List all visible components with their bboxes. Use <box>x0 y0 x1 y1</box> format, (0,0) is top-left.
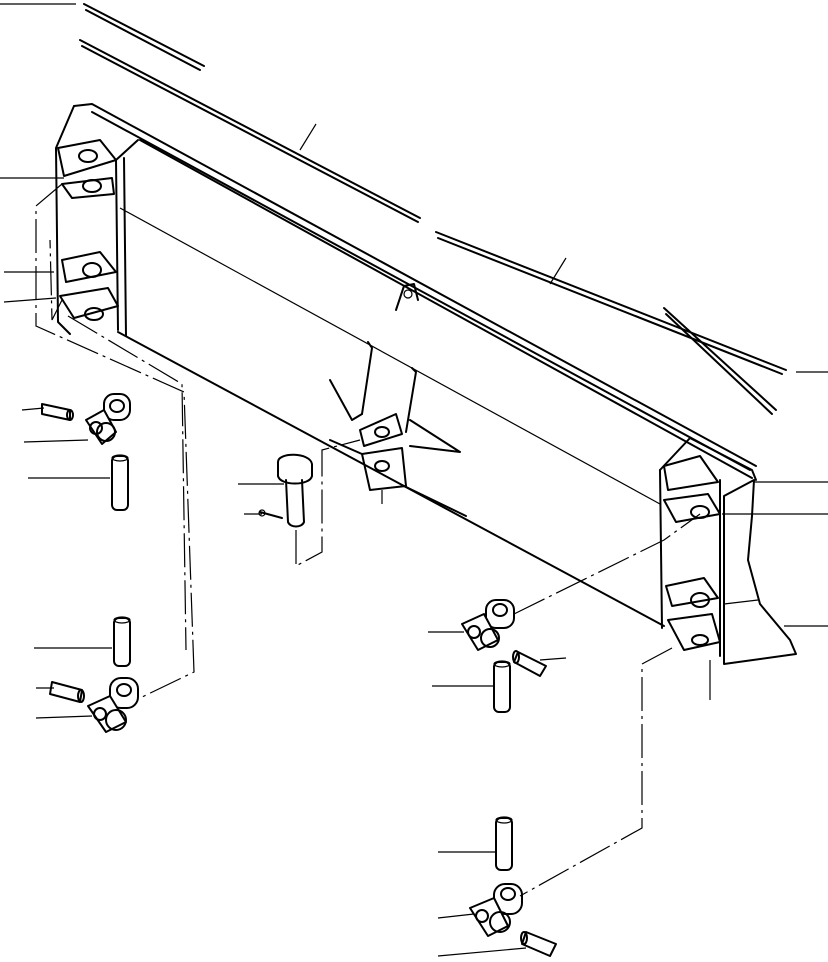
callout-leader <box>539 657 567 661</box>
yoke-joint-middle-right <box>461 599 515 651</box>
callout-leader <box>35 715 93 719</box>
pin-upper-left <box>111 454 129 511</box>
blade-body <box>55 103 757 629</box>
trunnion-bracket-right <box>663 455 721 657</box>
bushing-lower-right <box>520 931 557 957</box>
callout-leader <box>23 439 89 443</box>
callout-leader <box>3 297 57 303</box>
cutting-edge-bar-middle <box>435 231 787 375</box>
callout-leaders <box>0 3 828 957</box>
cutting-edge-bar-left <box>79 39 421 223</box>
callout-leader <box>437 947 527 957</box>
yoke-joint-lower-left <box>87 677 139 733</box>
bushing-lower-left <box>49 681 85 703</box>
callout-leader <box>21 407 45 411</box>
callout-leader <box>549 257 567 285</box>
end-bit-right <box>723 479 797 665</box>
assembly-line-right <box>513 513 701 897</box>
bushing-upper-left <box>41 403 74 421</box>
bushing-middle-right <box>512 650 547 677</box>
cutting-edge-bar-top <box>83 3 205 71</box>
yoke-joint-upper-left <box>85 393 131 445</box>
callout-leader <box>437 913 475 919</box>
callout-leader <box>299 123 317 151</box>
pin-middle-right <box>493 660 511 713</box>
pin-lower-left <box>113 616 131 667</box>
center-bracket <box>329 341 467 517</box>
trunnion-bracket-left <box>57 139 119 321</box>
yoke-joint-lower-right <box>469 883 523 937</box>
pin-lower-right <box>495 816 513 871</box>
assembly-line-left <box>35 183 195 699</box>
assembly-line-center <box>295 439 361 568</box>
cutting-edge-bar-right <box>663 307 777 415</box>
center-bolt <box>258 509 283 519</box>
center-pin <box>277 453 313 528</box>
